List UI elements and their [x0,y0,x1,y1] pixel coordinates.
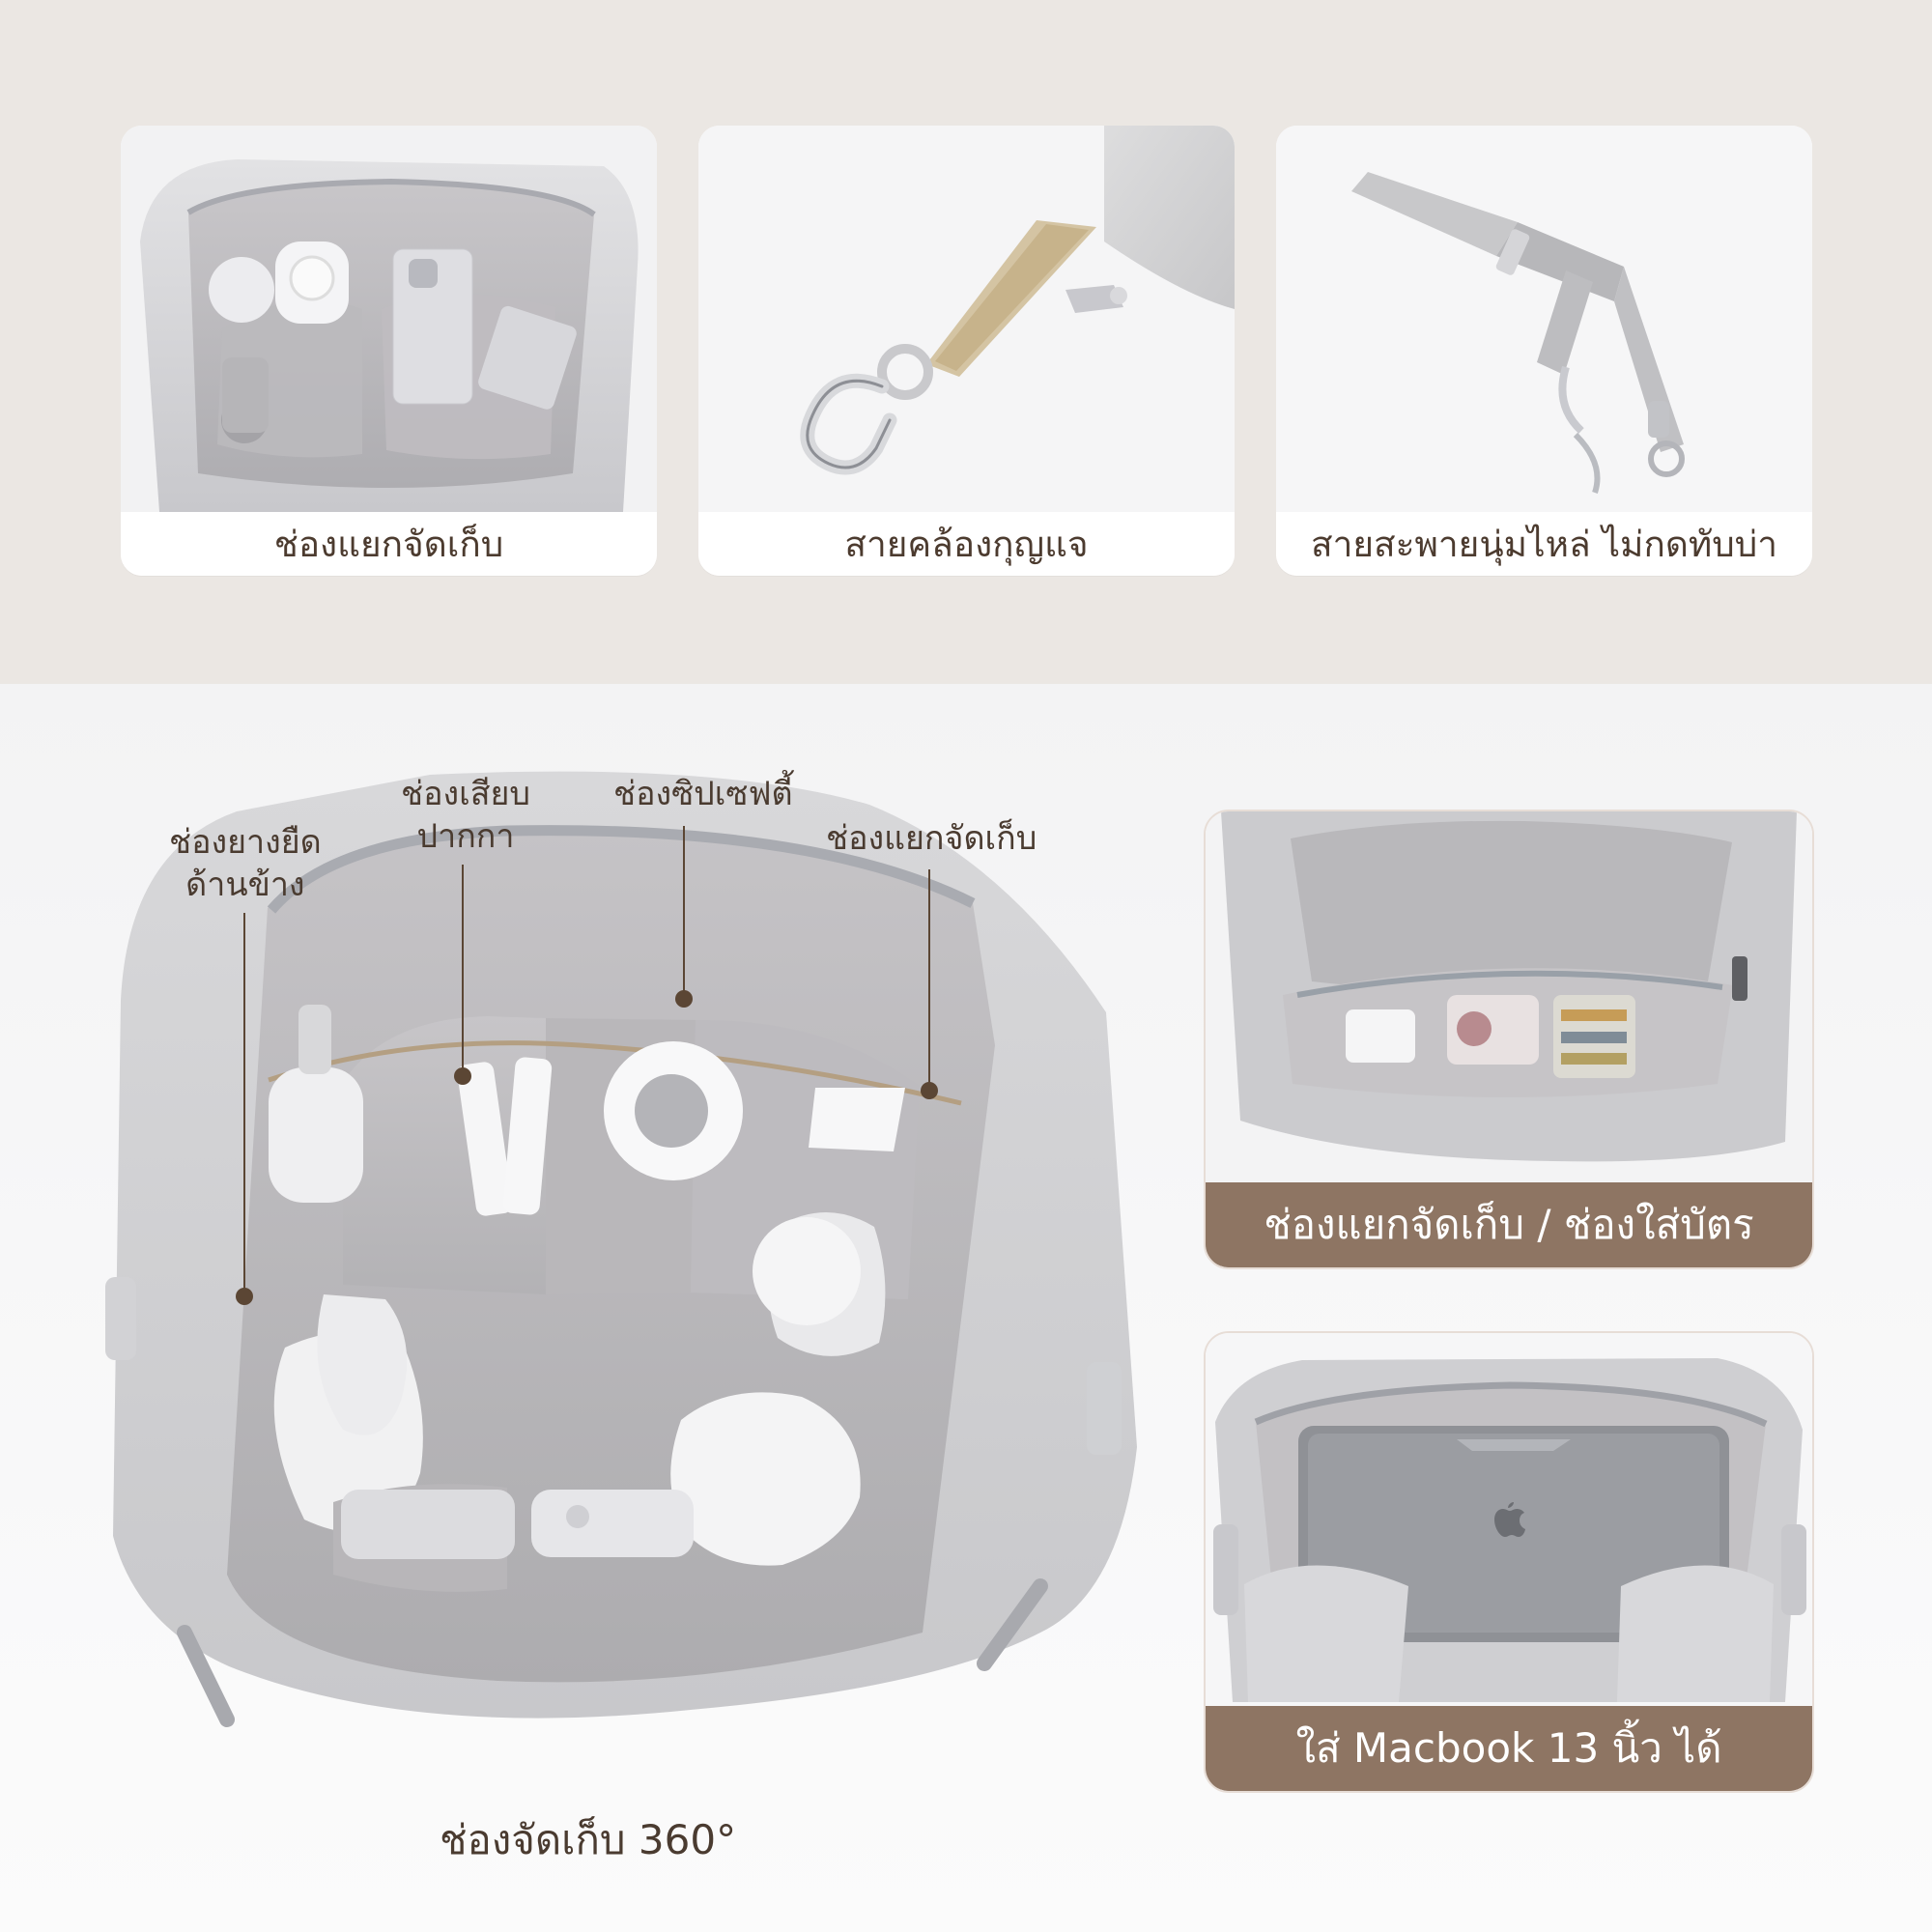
apple-logo-icon [1491,1499,1529,1542]
key-strap-photo-illustration [698,126,1235,512]
feature-card-organizer: ช่องแยกจัดเก็บ [121,126,657,576]
caption-bar-laptop: ใส่ Macbook 13 นิ้ว ได้ [1206,1706,1812,1791]
hero-bag-photo-illustration [105,771,1137,1727]
side-card-laptop: ใส่ Macbook 13 นิ้ว ได้ [1204,1331,1814,1793]
feature-caption-organizer: ช่องแยกจัดเก็บ [121,512,657,576]
feature-card-key-strap: สายคล้องกุญแจ [698,126,1235,576]
callout-safety-zip-text: ช่องซิปเซฟตี้ [613,775,793,813]
key-strap-photo [698,126,1235,512]
callout-compartment: ช่องแยกจัดเก็บ [826,817,1037,860]
callout-safety-zip: ช่องซิปเซฟตี้ [613,773,793,815]
callout-dot-pen-slot [454,1067,471,1085]
callout-pen-slot-text: ช่องเสียบ ปากกา [401,775,530,856]
feature-caption-key-strap: สายคล้องกุญแจ [698,512,1235,576]
callout-dot-safety-zip [675,990,693,1008]
callout-line-pen-slot [462,865,464,1075]
organizer-photo-illustration [121,126,657,512]
hero-bag-illustration: ช่องยางยืด ด้านข้าง ช่องเสียบ ปากกา ช่อง… [92,744,1174,1845]
shoulder-strap-photo-illustration [1276,126,1812,512]
feature-card-shoulder-strap: สายสะพายนุ่มไหล่ ไม่กดทับบ่า [1276,126,1812,576]
callout-line-side-elastic [243,913,245,1299]
card-slots-photo-illustration [1206,811,1812,1267]
callout-compartment-text: ช่องแยกจัดเก็บ [826,819,1037,858]
callout-line-safety-zip [683,826,685,1000]
caption-bar-card-slots: ช่องแยกจัดเก็บ / ช่องใส่บัตร [1206,1182,1812,1267]
callout-dot-compartment [921,1082,938,1099]
organizer-photo [121,126,657,512]
callout-line-compartment [928,869,930,1090]
callout-side-elastic-text: ช่องยางยืด ด้านข้าง [169,823,322,904]
callout-pen-slot: ช่องเสียบ ปากกา [401,773,530,858]
shoulder-strap-photo [1276,126,1812,512]
side-card-card-slots: ช่องแยกจัดเก็บ / ช่องใส่บัตร [1204,810,1814,1269]
callout-dot-side-elastic [236,1288,253,1305]
feature-caption-shoulder-strap: สายสะพายนุ่มไหล่ ไม่กดทับบ่า [1276,512,1812,576]
callout-side-elastic: ช่องยางยืด ด้านข้าง [169,821,322,906]
hero-title: ช่องจัดเก็บ 360° [440,1816,737,1863]
